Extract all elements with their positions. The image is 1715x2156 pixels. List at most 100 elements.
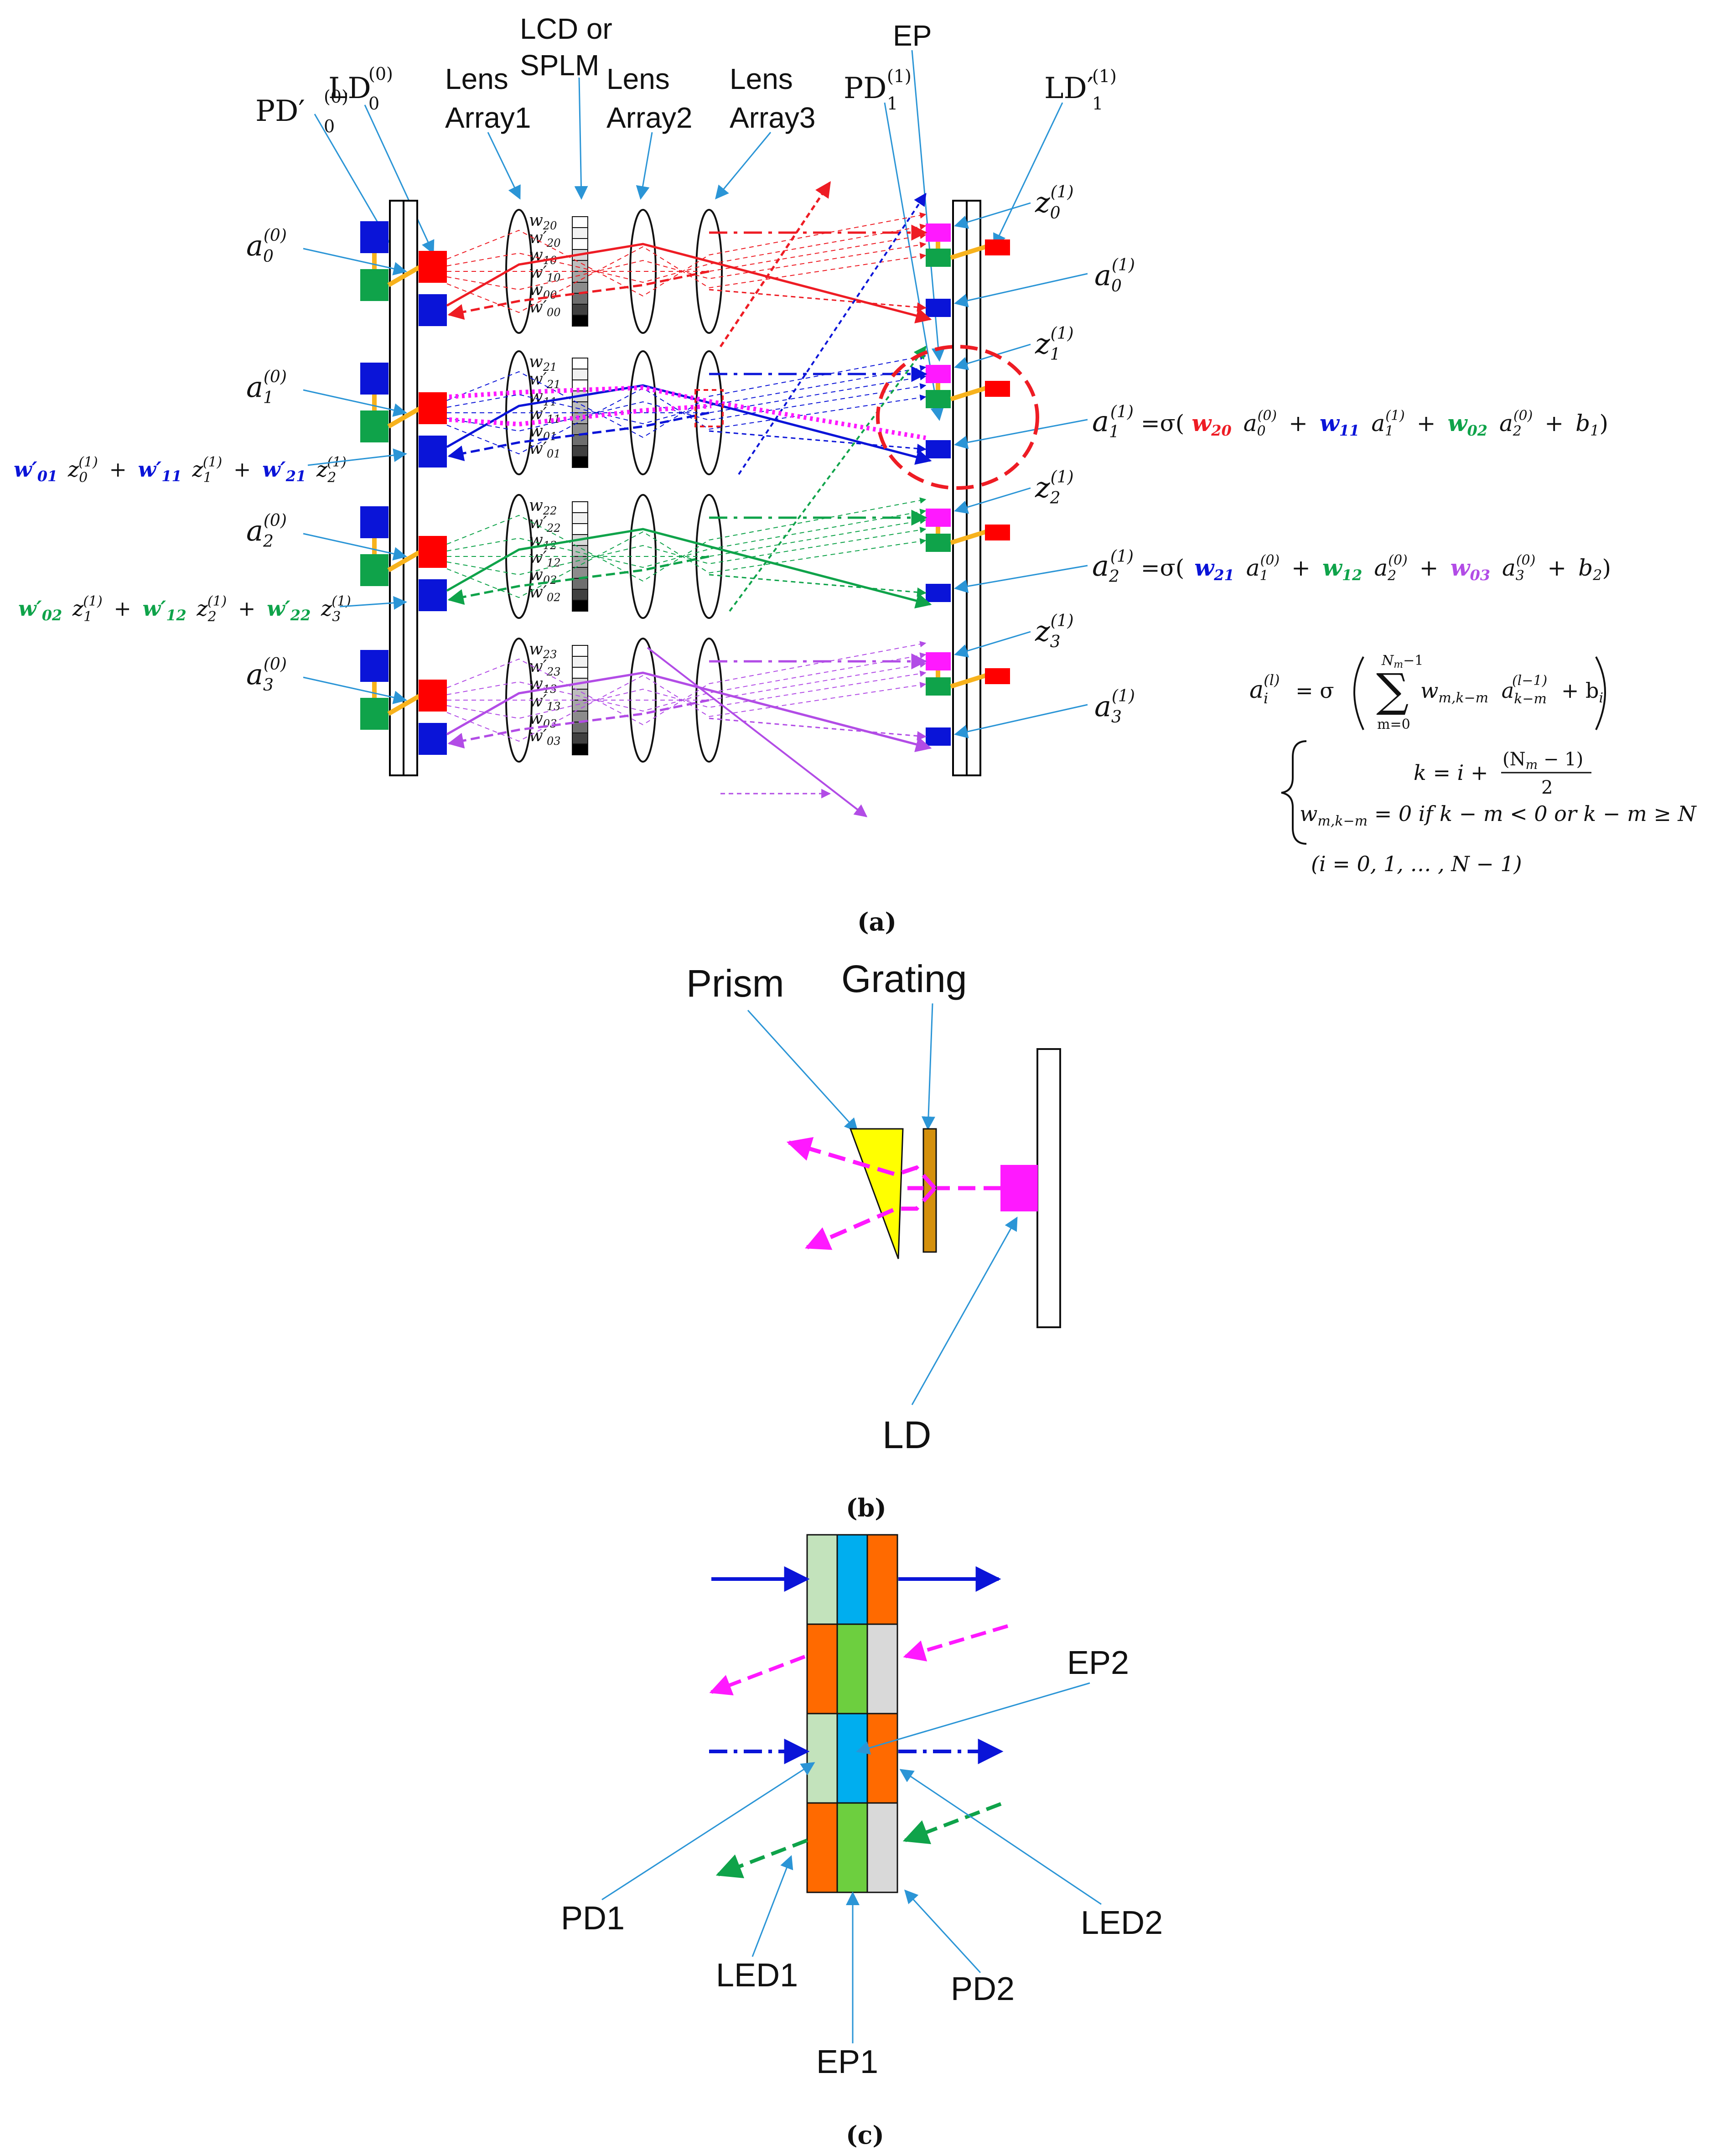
lens-array2-element (629, 638, 657, 763)
leader-backprop-blue (307, 448, 407, 466)
leader-lens1 (487, 132, 521, 200)
left-ld-blue (419, 579, 447, 611)
ray-line (647, 647, 868, 817)
weight-label: w′00 (529, 298, 561, 319)
leader-ld (911, 1216, 1018, 1405)
label-lcd-line2: SPLM (520, 49, 599, 82)
lcd-pixel (572, 645, 588, 657)
ray-line (729, 345, 927, 612)
leader-left-activation (303, 533, 407, 561)
leader-prism (747, 1009, 859, 1133)
right-group-0 (926, 223, 1010, 317)
lens-array1-element (505, 638, 533, 763)
right-pd-blue (926, 440, 951, 458)
equation-a2-text: a2(1) =σ( w21 a1(0) + w12 a2(0) + w03 a3… (1092, 541, 1611, 586)
row4-arrow-out (715, 1839, 808, 1879)
weight-label: w20 (529, 211, 557, 232)
left-pd-green (360, 554, 389, 586)
right-connector-diag (950, 673, 988, 689)
right-ep-magenta (926, 509, 951, 527)
lcd-pixel (572, 743, 588, 755)
weight-label: w00 (529, 281, 557, 301)
lcd-pixel (572, 304, 588, 316)
right-z-label: z3(1) (1035, 612, 1074, 651)
label-pd1-sup: (1) (887, 66, 912, 86)
ray-line (446, 509, 927, 568)
label-ld0-sup: (0) (368, 64, 393, 84)
ray-line (446, 675, 927, 742)
label-pd0-sup: (0) (324, 87, 348, 107)
leader-lens2 (636, 132, 653, 200)
ray-line (446, 383, 927, 432)
general-eq-condition: wm,k−m = 0 if k − m < 0 or k − m ≥ N (1300, 801, 1697, 829)
ray-line (446, 671, 932, 752)
ray-line (446, 641, 927, 726)
left-ld-blue (419, 723, 447, 755)
panel-c-cell (806, 1802, 838, 1893)
weight-label: w′12 (529, 548, 561, 569)
lens-array1-element (505, 494, 533, 619)
leader-eq2 (954, 565, 1088, 593)
ray-upper (786, 1137, 937, 1190)
label-ep: EP (893, 19, 932, 52)
ray-line (709, 717, 927, 741)
weight-label: w′21 (529, 370, 561, 391)
panel-c-cell (836, 1534, 868, 1625)
general-equation: ai(l) = σ Nm−1 ∑ m=0 wm,k−m ak−m(l−1) + … (1249, 653, 1697, 876)
lcd-pixel (572, 722, 588, 733)
ray-line (446, 243, 932, 323)
ray-line (449, 385, 926, 440)
leader-right-z (954, 631, 1031, 658)
equation-a1: a1(1) =σ( w20 a0(0) + w11 a1(1) + w02 a2… (1092, 403, 1608, 442)
right-pd-green (926, 534, 951, 552)
panel-c-grid (806, 1534, 898, 1893)
ray-line (446, 365, 927, 425)
right-ep-magenta (926, 652, 951, 670)
left-activation-label: a1(0) (246, 368, 287, 407)
leader-right-a (954, 273, 1088, 307)
caption-c: (c) (846, 2120, 884, 2150)
panel-c-cell (806, 1623, 838, 1714)
weight-label: w03 (529, 709, 557, 730)
weight-label: w′20 (529, 229, 561, 249)
lcd-pixel (572, 667, 588, 679)
ray-line (738, 192, 927, 475)
general-eq-brace (1281, 740, 1307, 845)
leader-ep2 (856, 1682, 1090, 1755)
lens-array2-element (629, 494, 657, 619)
lcd-pixel (572, 733, 588, 744)
ld-square (1000, 1165, 1038, 1211)
right-ld-red (985, 525, 1010, 540)
lcd-pixel (572, 600, 588, 612)
panel-c: EP2 PD1 LED1 EP1 PD2 LED2 (c) (561, 1534, 1163, 2150)
left-pd-green (360, 269, 389, 301)
right-z-label: z1(1) (1035, 324, 1074, 364)
right-z-a-labels: z0(1)z1(1)z2(1)z3(1)a0(1)a3(1) (954, 183, 1135, 738)
lcd-pixel (572, 260, 588, 272)
weight-label: w02 (529, 566, 557, 587)
left-pd-blue (360, 363, 389, 395)
label-lens-array3-line2: Array3 (730, 101, 816, 134)
label-ld0-sub: 0 (368, 94, 379, 114)
lcd-pixel (572, 456, 588, 468)
panel-c-cell (866, 1713, 898, 1804)
leader-backprop-green (339, 596, 407, 610)
highlight-circle (876, 345, 1039, 490)
right-z-label: z2(1) (1035, 468, 1074, 508)
label-ld1-sub: 1 (1092, 94, 1103, 114)
left-activation-label: a3(0) (246, 655, 287, 695)
right-connector-diag (950, 244, 988, 260)
leader-right-z (954, 202, 1031, 229)
left-panel-bar-2 (403, 200, 418, 776)
right-pd-green (926, 390, 951, 408)
panel-c-cell (806, 1534, 838, 1625)
lcd-pixel (572, 401, 588, 413)
panel-b-rays (786, 1137, 1001, 1250)
left-pd-blue (360, 221, 389, 253)
ray-line (709, 574, 927, 597)
leader-pd0 (314, 114, 404, 268)
equation-a2: a2(1) =σ( w21 a1(0) + w12 a2(0) + w03 a3… (1092, 541, 1611, 586)
right-pd-blue (926, 727, 951, 746)
panel-a: PD′ (0) 0 LD (0) 0 Lens Array1 LCD or SP… (14, 12, 1697, 936)
row2-arrow-in (903, 1624, 1009, 1662)
